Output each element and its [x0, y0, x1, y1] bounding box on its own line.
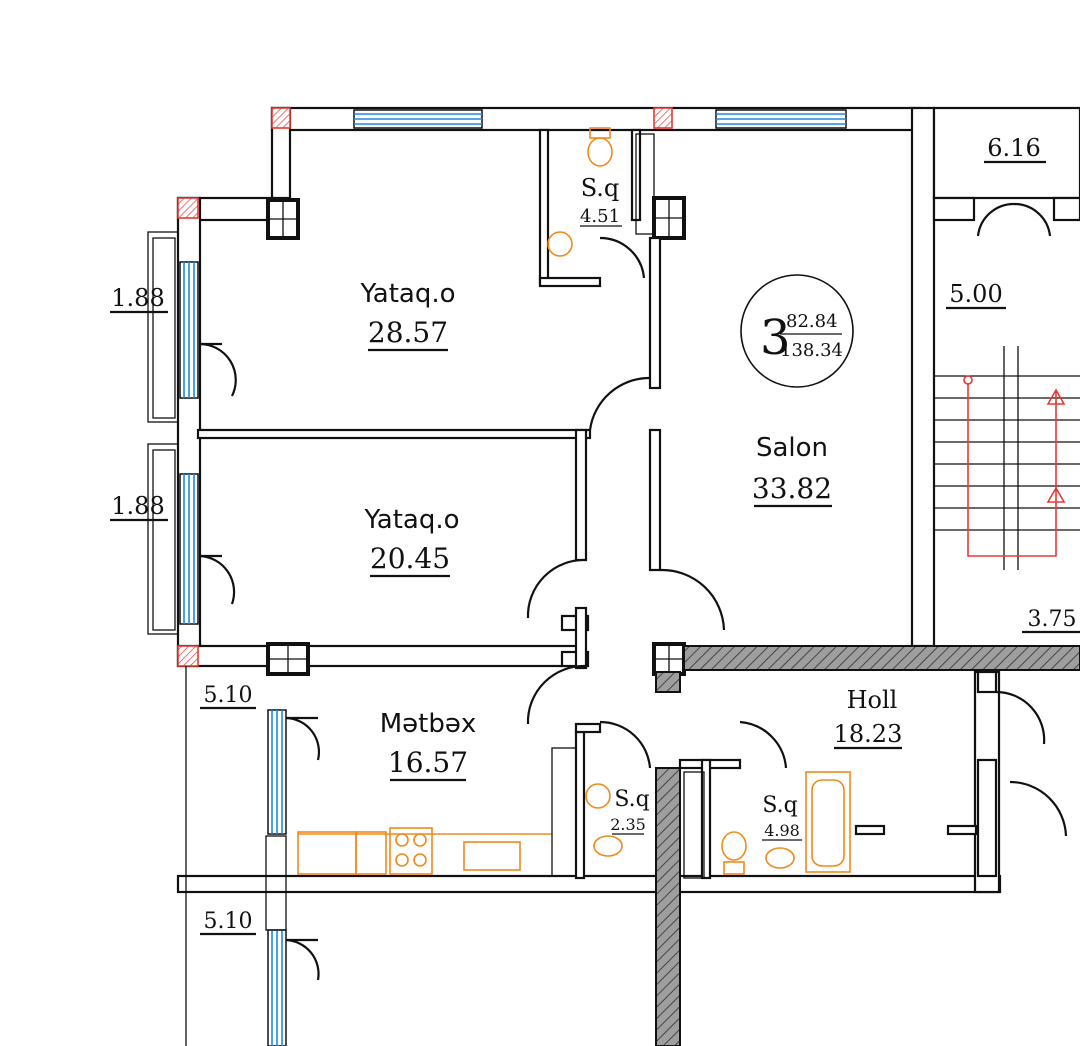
neighbor-area-3: 3.75 [1028, 607, 1077, 632]
apartment-rooms-count: 3 [760, 310, 791, 366]
neighbor-labels: 6.16 5.00 3.75 [946, 134, 1080, 634]
balcony2-area: 1.88 [111, 492, 164, 520]
fixtures [297, 127, 851, 879]
bath-top-area: 4.51 [580, 206, 620, 227]
bedroom2-area: 20.45 [370, 542, 450, 575]
balcony1-area: 1.88 [111, 284, 164, 312]
bath-small-area: 2.35 [610, 815, 646, 834]
kitchen-name: Mətbəx [380, 709, 477, 739]
bath-small-name: S.q [614, 787, 649, 812]
apartment-total-area: 138.34 [780, 340, 843, 361]
neighbor-area-2: 5.00 [949, 280, 1002, 308]
balcony4-area: 5.10 [204, 909, 253, 934]
windows [179, 109, 847, 1046]
salon-name: Salon [756, 433, 828, 463]
hall-area: 18.23 [834, 720, 903, 748]
bedroom1-name: Yataq.o [359, 279, 455, 309]
hatched-walls [655, 645, 1080, 1046]
room-labels: Yataq.o 28.57 Yataq.o 20.45 Salon 33.82 … [359, 174, 903, 841]
balconies [147, 231, 287, 1046]
bath-main-name: S.q [762, 793, 797, 818]
balcony3-area: 5.10 [204, 683, 253, 708]
staircase [932, 106, 1080, 570]
hall-name: Holl [847, 686, 898, 714]
bedroom2-name: Yataq.o [363, 505, 459, 535]
column-markers [177, 107, 673, 667]
balcony-labels: 1.88 1.88 5.10 5.10 [110, 284, 256, 936]
bath-main-area: 4.98 [764, 821, 800, 840]
interior-walls [196, 128, 998, 880]
bath-top-name: S.q [581, 174, 620, 202]
structural-columns [266, 196, 686, 676]
neighbor-area-1: 6.16 [987, 134, 1040, 162]
doors [199, 202, 1068, 981]
apartment-living-area: 82.84 [786, 311, 838, 332]
bedroom1-area: 28.57 [368, 316, 448, 349]
salon-area: 33.82 [752, 472, 832, 505]
kitchen-area: 16.57 [388, 746, 468, 779]
apartment-summary: 3 82.84 138.34 [740, 274, 854, 388]
